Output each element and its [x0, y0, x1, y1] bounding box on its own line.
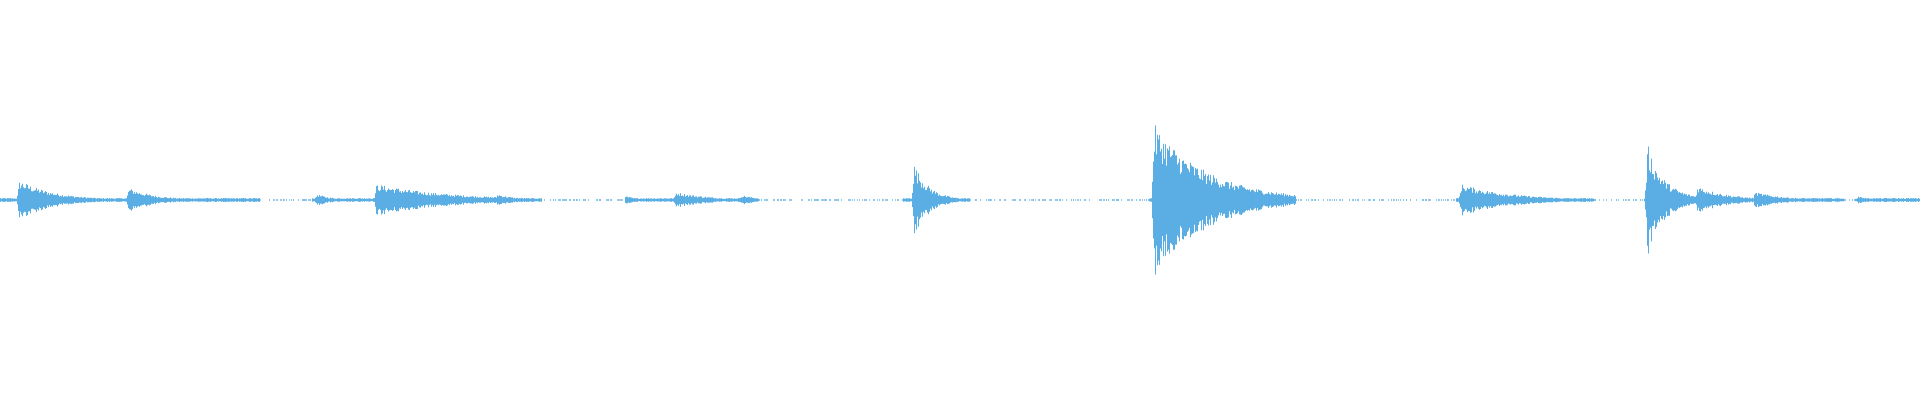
- waveform-bars: [0, 125, 1920, 275]
- waveform-signal: [0, 125, 1920, 275]
